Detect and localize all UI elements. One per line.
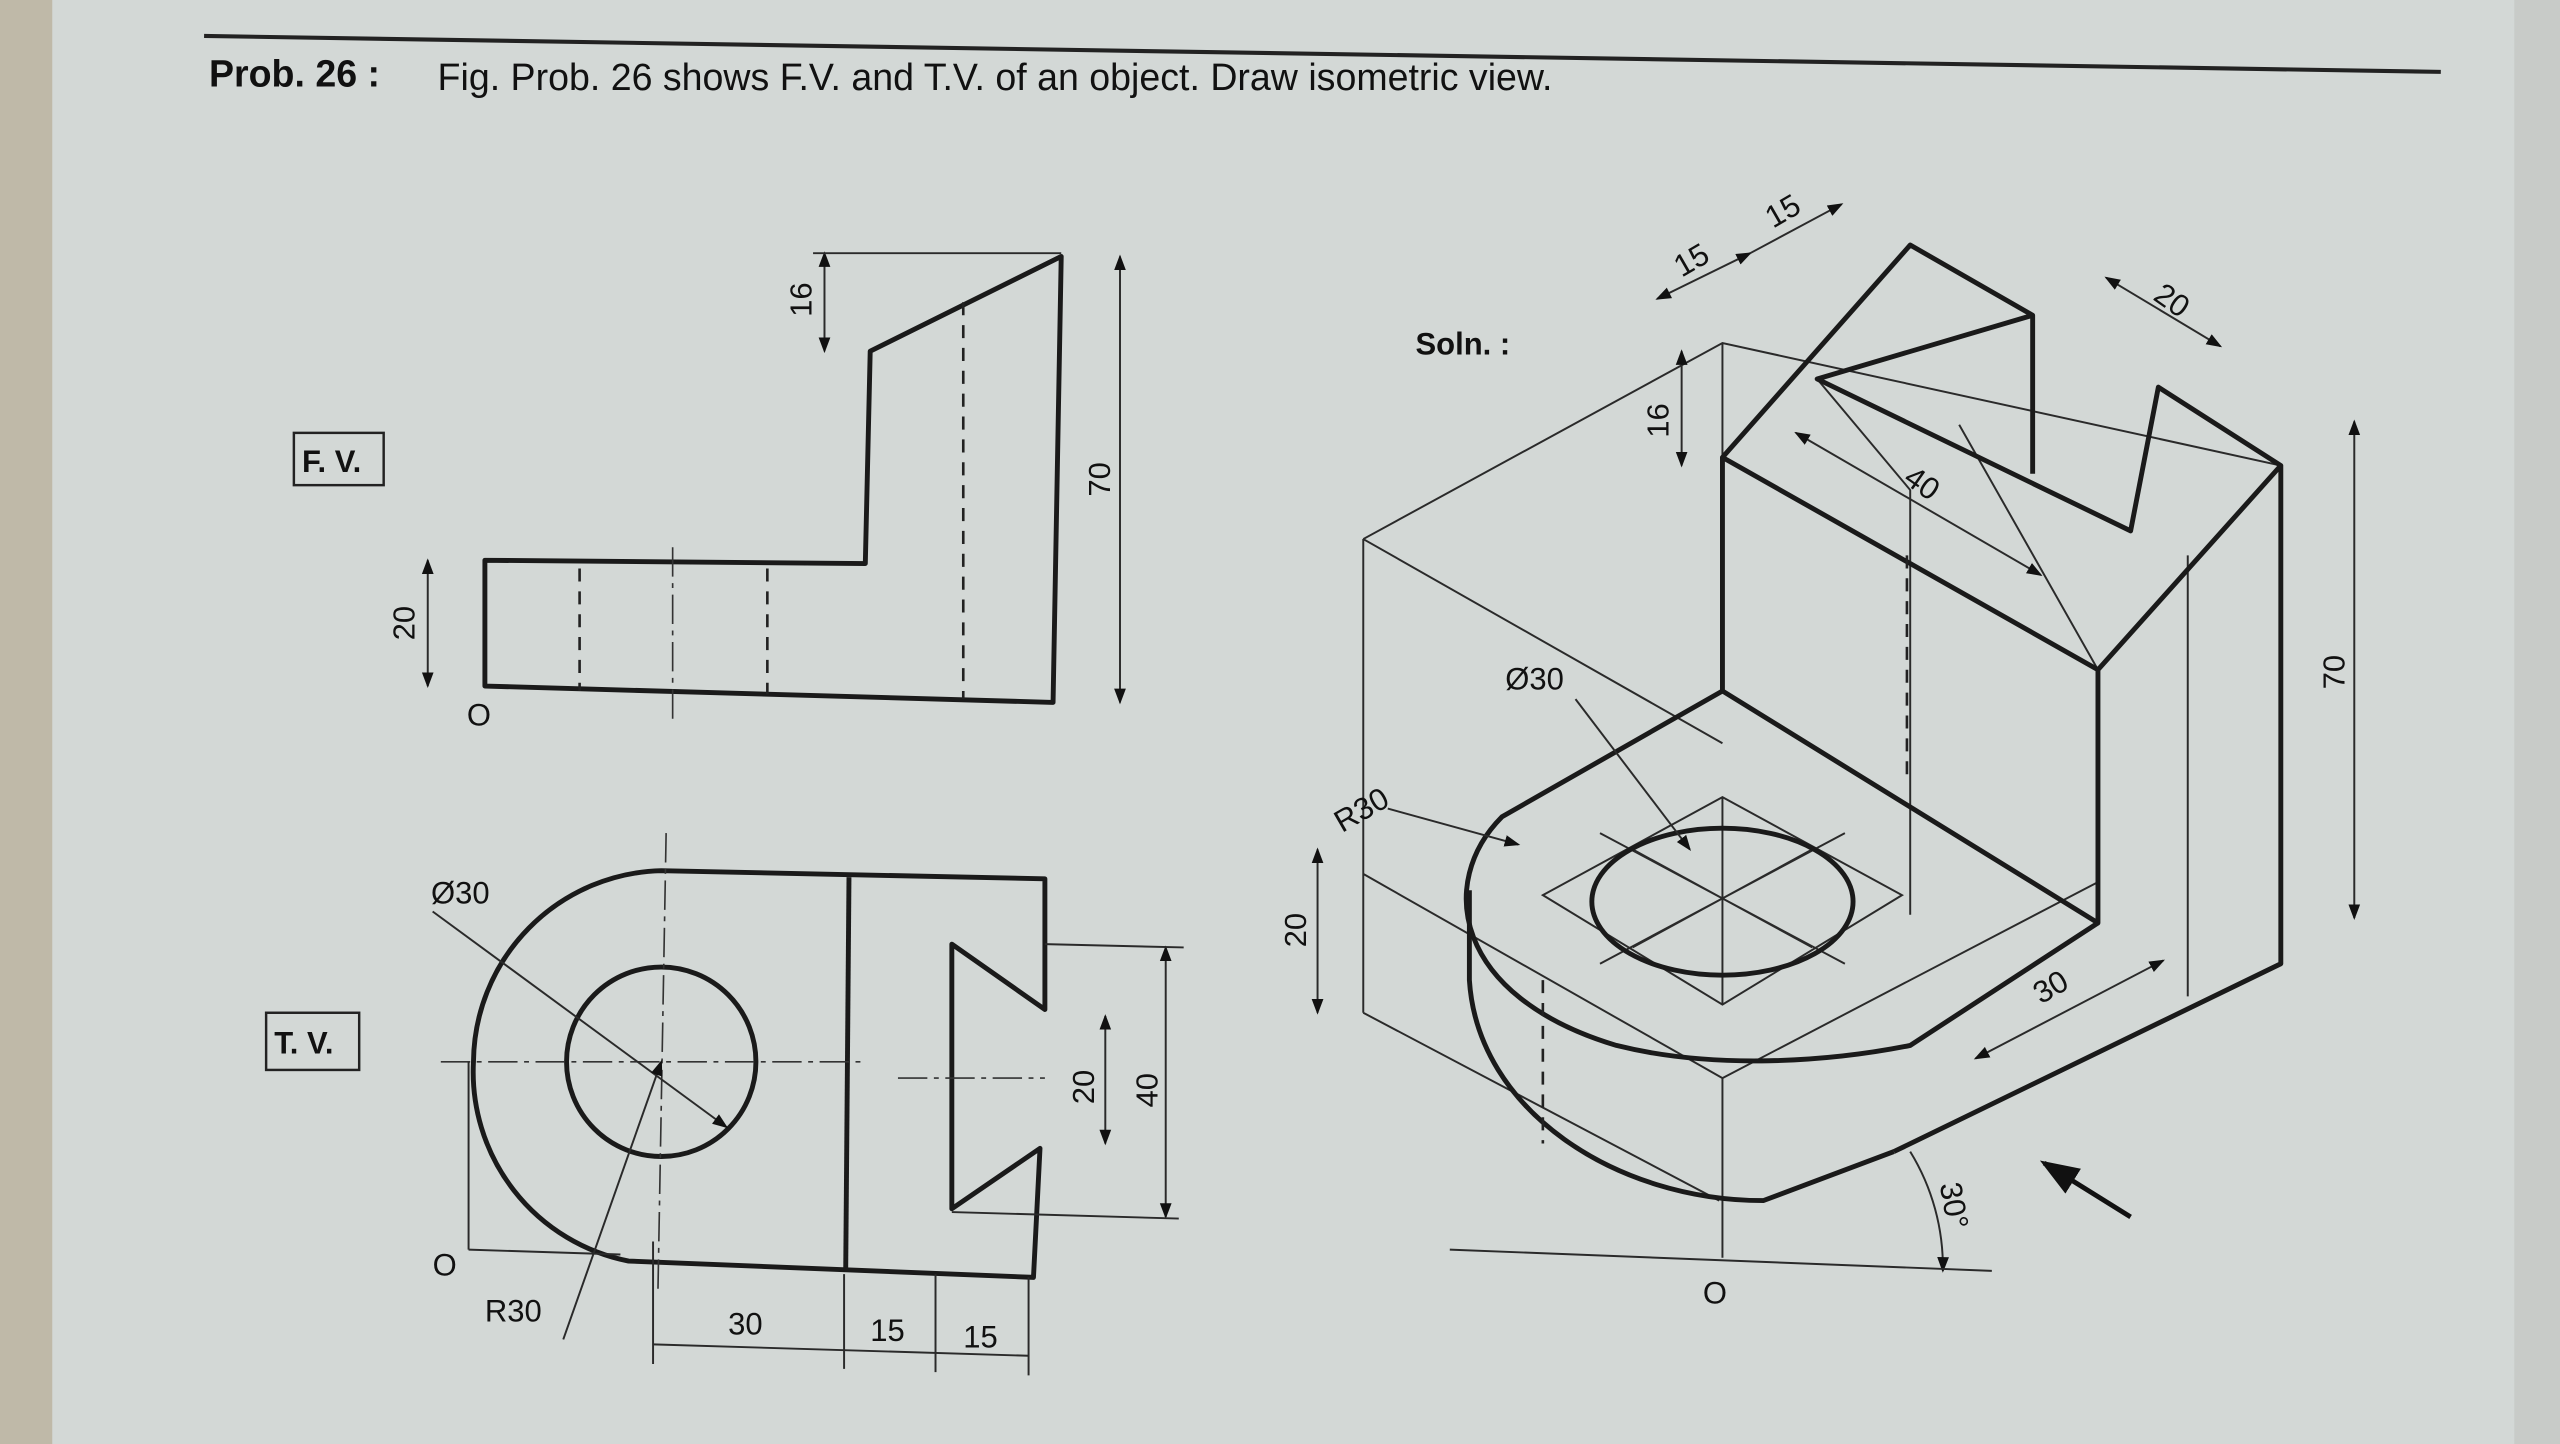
tv-edge [843,877,852,1270]
tv-ext-line [468,1248,621,1256]
tv-dim-40: 40 [1130,1073,1165,1108]
fv-dim-16: 16 [783,282,818,317]
fv-label: F. V. [302,444,361,479]
tv-leader [432,910,729,1129]
fv-origin: O [467,697,491,732]
iso-ellipse-construction [1599,797,1846,1005]
problem-label: Prob. 26 : [209,53,380,95]
iso-ground-line [1449,1248,1992,1272]
iso-dim-line [2104,276,2223,348]
tv-ext-line [951,1211,1179,1220]
tv-dim-dia30: Ø30 [431,875,490,910]
iso-origin: O [1703,1276,1727,1311]
top-view: T. V. Ø30 R30 O 30 15 15 20 40 [264,833,1184,1376]
iso-dim-line [1794,431,2043,576]
iso-leader [1574,698,1691,851]
iso-angle: 30° [1933,1179,1976,1231]
fv-outline [482,254,1064,705]
front-view: F. V. 20 16 70 O [292,251,1126,732]
tv-hole [564,964,759,1159]
tv-label: T. V. [274,1026,333,1061]
isometric-view: Soln. : 15 15 20 16 40 70 Ø30 R30 20 30 … [1278,187,2361,1311]
tv-ext-line [1044,943,1184,949]
tv-dim-20: 20 [1066,1070,1101,1105]
tv-dim-r30: R30 [485,1293,542,1328]
iso-dim-line [1749,203,1844,255]
iso-dim-70: 70 [2316,655,2351,690]
page-edge [0,0,53,1444]
soln-label: Soln. : [1416,326,1511,361]
iso-angle-arc [1909,1151,1949,1273]
iso-dim-dia30: Ø30 [1505,661,1564,696]
iso-base-top [1463,688,2100,1064]
tv-dim-line [653,1343,1029,1357]
iso-dim-16: 16 [1641,403,1676,438]
iso-dim-base-20: 20 [1278,913,1313,948]
tv-dim-15a: 15 [870,1313,904,1348]
tv-label-box [264,1011,361,1072]
iso-dim-line [1973,959,2166,1060]
tv-origin: O [433,1248,457,1283]
iso-hole [1589,825,1856,978]
fv-dim-20: 20 [387,606,422,641]
fv-dim-70: 70 [1082,462,1117,497]
view-direction-arrow [2039,1160,2132,1220]
header-rule [204,33,2441,74]
tv-dim-15b: 15 [963,1320,997,1355]
tv-dim-30: 30 [728,1307,762,1342]
fv-label-box [292,431,385,487]
tv-leader [562,1059,663,1340]
problem-text: Fig. Prob. 26 shows F.V. and T.V. of an … [438,56,1553,98]
iso-leader [1387,807,1521,847]
iso-base-side [1466,890,1895,1204]
page-edge-right [2514,0,2560,1444]
iso-dim-line [1655,252,1752,300]
